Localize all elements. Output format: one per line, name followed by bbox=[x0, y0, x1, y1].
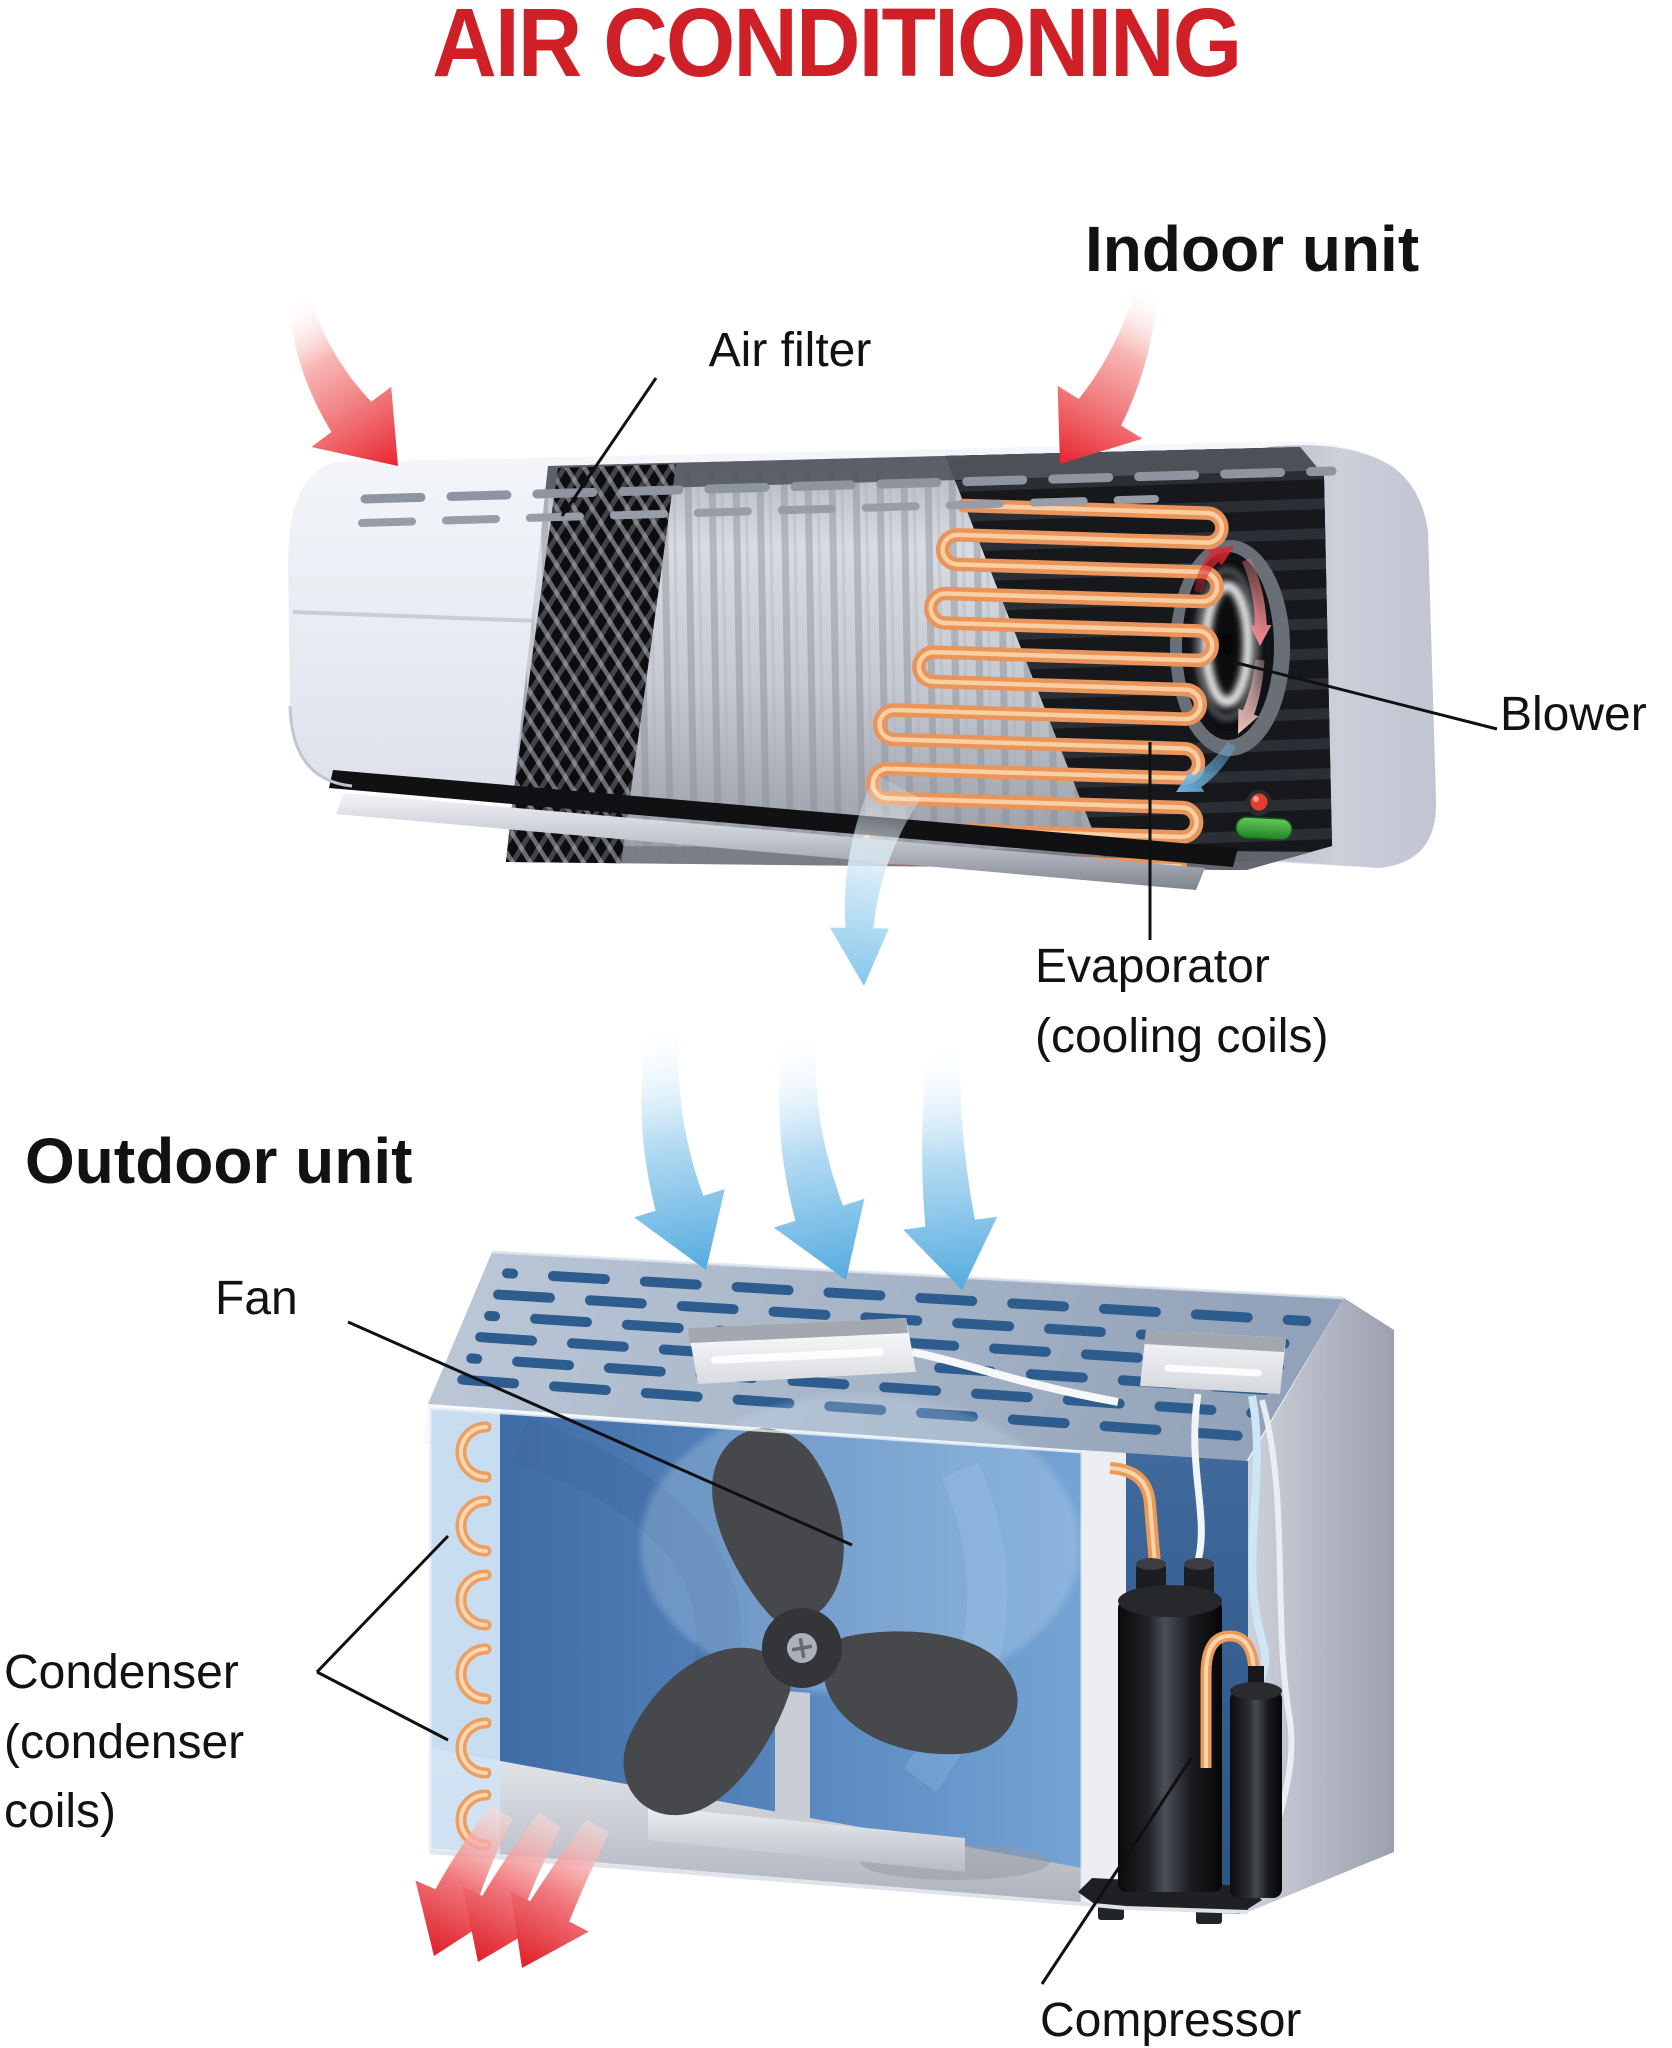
page-title: AIR CONDITIONING bbox=[431, 0, 1242, 97]
condenser-coils bbox=[455, 1421, 492, 1851]
blower-leader-line bbox=[1236, 661, 1498, 731]
air-filter-label: Air filter bbox=[708, 324, 872, 377]
power-cable bbox=[911, 1348, 1119, 1406]
compressor-leader-line bbox=[1040, 1756, 1194, 1985]
power-light bbox=[1250, 793, 1268, 811]
electrical-box-right bbox=[1140, 1330, 1286, 1394]
top-air-vents bbox=[358, 466, 1337, 527]
warm-air-intake-arrows bbox=[287, 284, 1159, 466]
fan-mount-post bbox=[775, 1690, 810, 1825]
outdoor-unit-heading: Outdoor unit bbox=[25, 1125, 413, 1197]
fan-mount-base bbox=[648, 1806, 965, 1872]
blower-label: Blower bbox=[1500, 688, 1647, 741]
condenser-leader-line-lower bbox=[316, 1670, 449, 1742]
status-light bbox=[1235, 816, 1293, 841]
hot-air-exhaust-arrows bbox=[415, 1804, 610, 1968]
condenser-leader-line-upper bbox=[315, 1534, 450, 1674]
outdoor-unit-illustration bbox=[422, 1250, 1394, 1924]
indoor-leader-lines bbox=[560, 377, 1498, 940]
evaporator-label: Evaporator (cooling coils) bbox=[1035, 932, 1328, 1071]
compressor-cylinder bbox=[1078, 1558, 1262, 1924]
condenser-strip bbox=[430, 1408, 500, 1856]
outlet-louver bbox=[336, 793, 1205, 890]
indicator-lights bbox=[1235, 790, 1293, 841]
fan-chamber bbox=[428, 1395, 1084, 1906]
air-outlet bbox=[329, 770, 1238, 890]
outdoor-right-wall bbox=[1248, 1298, 1394, 1912]
evaporator-label-line2: (cooling coils) bbox=[1035, 1009, 1329, 1063]
fan-blades bbox=[591, 1428, 1034, 1840]
air-filter-mesh bbox=[506, 464, 676, 870]
blower-rotation-arrows bbox=[1176, 546, 1272, 792]
condenser-label-line2: (condenser bbox=[4, 1715, 245, 1769]
electrical-box-left bbox=[688, 1318, 916, 1384]
fan-label: Fan bbox=[215, 1272, 298, 1325]
compressor-compartment bbox=[1078, 1393, 1295, 1924]
compartment-divider bbox=[1082, 1450, 1126, 1908]
indoor-unit-illustration bbox=[288, 441, 1437, 890]
condenser-label-line3: coils) bbox=[4, 1785, 117, 1839]
compressor-label: Compressor bbox=[1040, 1994, 1302, 2047]
evaporator-label-line1: Evaporator bbox=[1035, 940, 1270, 993]
fan-leader-line bbox=[347, 1320, 853, 1547]
indoor-unit-heading: Indoor unit bbox=[1085, 213, 1420, 285]
air-filter-leader-line bbox=[560, 377, 658, 517]
cool-air-intake-arrows bbox=[634, 1025, 998, 1290]
cool-air-outflow-arrow bbox=[830, 773, 921, 986]
panel-seam bbox=[292, 610, 541, 623]
box-bottom-edge bbox=[429, 1850, 1249, 1914]
outdoor-leader-lines bbox=[315, 1320, 1194, 1985]
evaporator-coils bbox=[859, 498, 1229, 870]
accumulator-cylinder bbox=[1230, 1666, 1282, 1898]
condenser-label: Condenser (condenser coils) bbox=[4, 1638, 244, 1847]
condenser-label-line1: Condenser bbox=[4, 1646, 239, 1699]
